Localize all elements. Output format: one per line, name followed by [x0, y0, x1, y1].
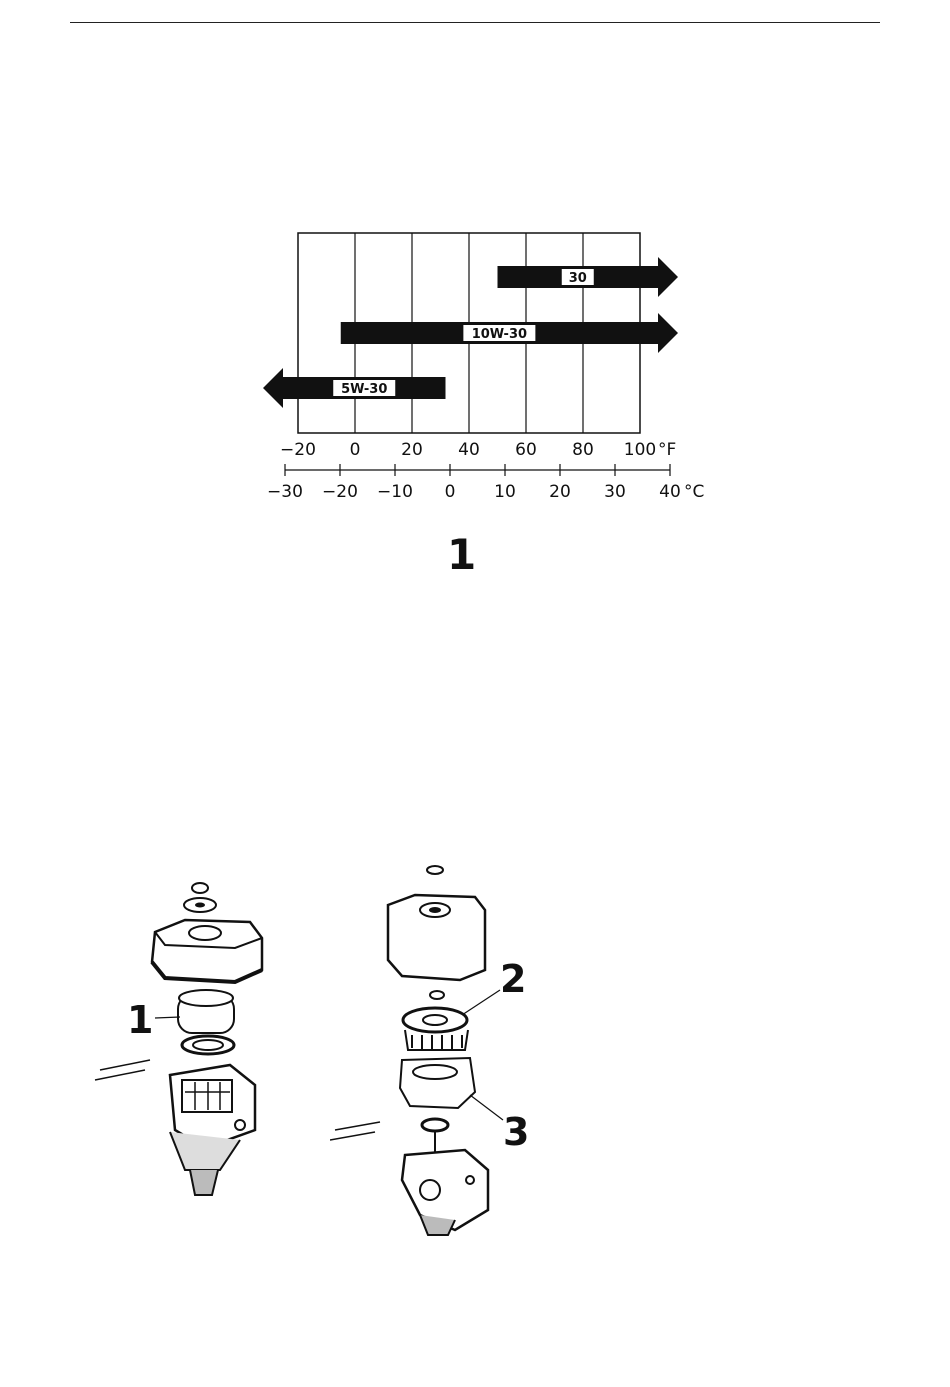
callout-2: 2 — [500, 957, 526, 1001]
fahrenheit-tick-label: 40 — [458, 440, 480, 460]
fahrenheit-tick-label: −20 — [280, 440, 316, 460]
fahrenheit-tick-label: 20 — [401, 440, 423, 460]
bar-label: 5W-30 — [341, 382, 387, 397]
celsius-tick-label: 0 — [445, 482, 456, 502]
celsius-tick-label: 30 — [604, 482, 626, 502]
celsius-tick-label: 10 — [494, 482, 516, 502]
celsius-unit: °C — [684, 482, 704, 502]
fahrenheit-tick-label: 80 — [572, 440, 594, 460]
celsius-tick-label: −20 — [322, 482, 358, 502]
page-top-rule — [70, 22, 880, 23]
air-filter-illustration-right — [330, 860, 530, 1250]
callout-3: 3 — [503, 1110, 529, 1154]
figure-1-label: 1 — [447, 530, 476, 579]
celsius-tick-label: 20 — [549, 482, 571, 502]
celsius-tick-label: −10 — [377, 482, 413, 502]
fahrenheit-unit: °F — [658, 440, 676, 460]
callout-1: 1 — [127, 998, 153, 1042]
fahrenheit-tick-label: 60 — [515, 440, 537, 460]
bar-label: 10W-30 — [472, 327, 527, 342]
fahrenheit-tick-label: 0 — [350, 440, 361, 460]
celsius-tick-label: 40 — [659, 482, 681, 502]
celsius-tick-label: −30 — [267, 482, 303, 502]
bar-label: 30 — [569, 271, 587, 286]
fahrenheit-tick-label: 100 — [624, 440, 656, 460]
air-filter-illustration-left — [90, 870, 290, 1210]
